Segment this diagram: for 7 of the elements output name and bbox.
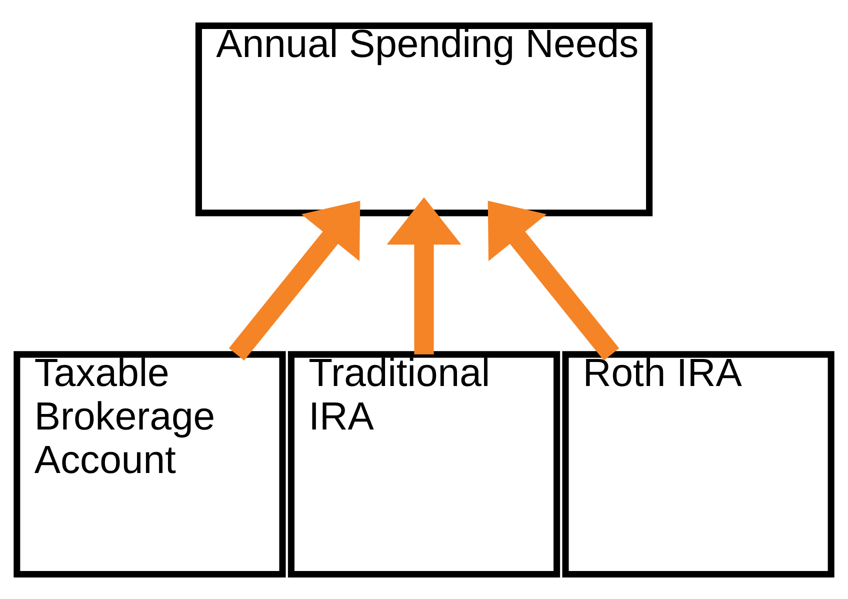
node-box: Traditional IRA — [288, 350, 560, 578]
node-box: Taxable Brokerage Account — [14, 350, 286, 578]
arrow — [386, 196, 462, 354]
node-box: Annual Spending Needs — [195, 22, 653, 216]
arrow — [488, 200, 620, 360]
arrow — [228, 200, 360, 360]
node-box: Roth IRA — [562, 350, 834, 578]
